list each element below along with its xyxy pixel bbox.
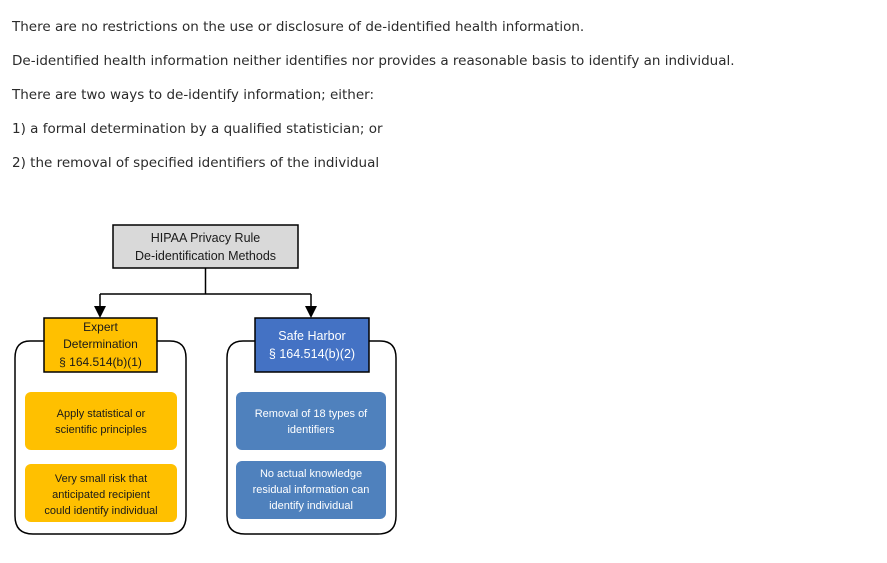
safe-harbor-item-1-box bbox=[236, 392, 386, 450]
expert-item-2-line-3: could identify individual bbox=[44, 505, 157, 517]
expert-item-2-line-2: anticipated recipient bbox=[52, 489, 150, 501]
root-line-1: HIPAA Privacy Rule bbox=[151, 231, 261, 245]
expert-item-2-line-1: Very small risk that bbox=[55, 473, 147, 485]
expert-title-box bbox=[43, 317, 158, 373]
expert-item-2-box bbox=[25, 464, 177, 522]
connector-lines bbox=[94, 268, 317, 318]
safe-harbor-item-2-box bbox=[236, 461, 386, 519]
expert-title-line-1: Expert bbox=[83, 320, 118, 334]
expert-title-line-2: Determination bbox=[63, 337, 138, 351]
root-line-2: De-identification Methods bbox=[135, 249, 276, 263]
safe-harbor-item-2-line-2: residual information can bbox=[253, 484, 370, 496]
safe-harbor-title-line-2: § 164.514(b)(2) bbox=[269, 347, 355, 361]
safe-harbor-item-2-line-3: identify individual bbox=[269, 500, 353, 512]
safe-harbor-item-1-line-1: Removal of 18 types of bbox=[255, 408, 368, 420]
expert-container bbox=[14, 340, 187, 535]
safe-harbor-item-1-line-2: identifiers bbox=[287, 424, 335, 436]
safe-harbor-item-2-line-1: No actual knowledge bbox=[260, 468, 362, 480]
intro-line-3: There are two ways to de-identify inform… bbox=[12, 87, 375, 103]
intro-line-1: There are no restrictions on the use or … bbox=[12, 19, 585, 35]
expert-item-1-box bbox=[25, 392, 177, 450]
safe-harbor-title-line-1: Safe Harbor bbox=[278, 329, 345, 343]
safe-harbor-title-box bbox=[254, 317, 370, 373]
intro-line-2: De-identified health information neither… bbox=[12, 53, 735, 69]
expert-item-1-line-1: Apply statistical or bbox=[57, 408, 146, 420]
intro-line-4: 1) a formal determination by a qualified… bbox=[12, 121, 383, 137]
safe-harbor-container bbox=[226, 340, 397, 535]
expert-title-line-3: § 164.514(b)(1) bbox=[59, 355, 142, 369]
intro-line-5: 2) the removal of specified identifiers … bbox=[12, 155, 380, 171]
expert-item-1-line-2: scientific principles bbox=[55, 424, 147, 436]
